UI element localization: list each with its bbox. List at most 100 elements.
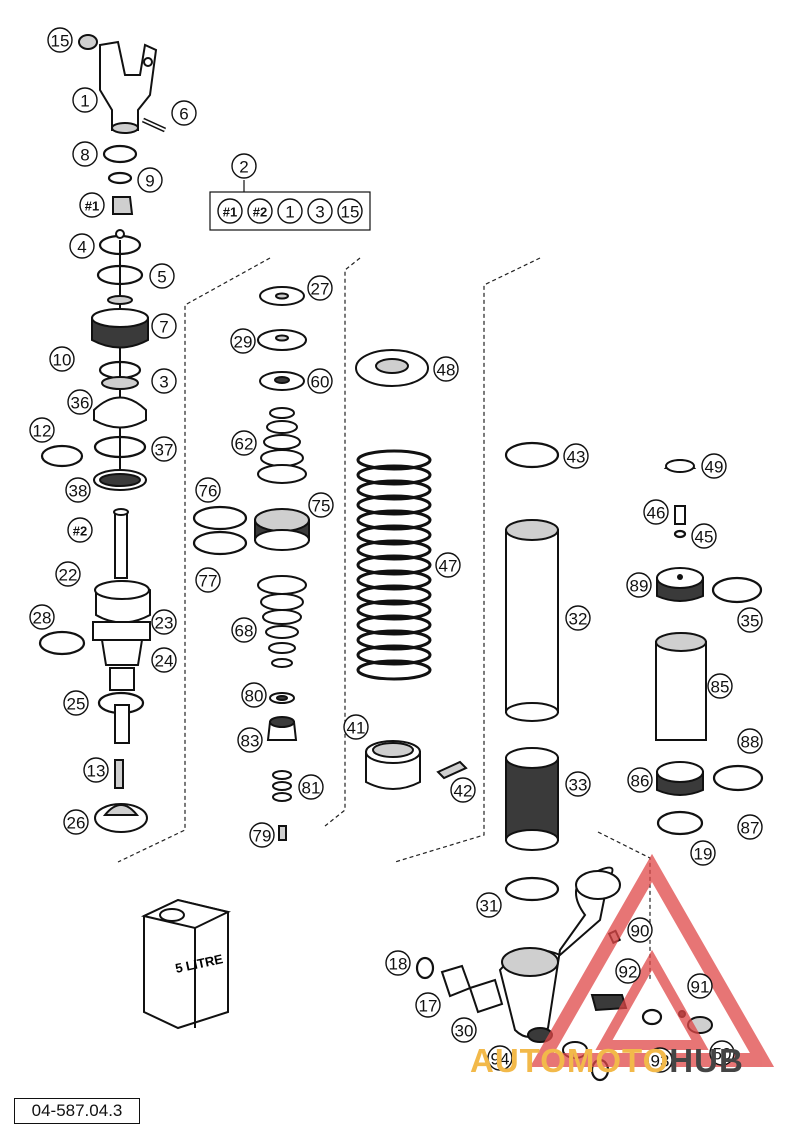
- callout-label: 62: [235, 435, 254, 454]
- callout-label: 35: [741, 612, 760, 631]
- callout-label: 91: [691, 978, 710, 997]
- part-oring-28: [38, 630, 86, 656]
- callout-circle: [565, 771, 591, 797]
- callout-label: 41: [347, 719, 366, 738]
- callout-circle: [687, 973, 713, 999]
- callout-circle: [230, 328, 256, 354]
- callout-circle: [29, 604, 55, 630]
- kit-item-circle: [277, 198, 303, 224]
- part-bumper-36: [93, 396, 147, 429]
- part-oring-45: [673, 529, 687, 539]
- callout-circle: [487, 1045, 513, 1071]
- spring-coil: [356, 599, 432, 621]
- callout-circle: [151, 647, 177, 673]
- callout-label: 42: [454, 782, 473, 801]
- spring-coil: [356, 524, 432, 546]
- callout-label: 88: [741, 733, 760, 752]
- part-washer-29: [257, 329, 307, 351]
- callout-label: 31: [480, 897, 499, 916]
- spring-coil: [356, 464, 432, 486]
- callout-label: 30: [455, 1022, 474, 1041]
- callout-label: 37: [155, 441, 174, 460]
- kit-item-label: 1: [285, 203, 294, 222]
- part-seal-head-22: [94, 580, 151, 624]
- part-shims-68: [257, 575, 307, 668]
- kit-item-circle: [307, 198, 333, 224]
- callout-circle: [647, 1047, 673, 1073]
- callout-circle: [241, 682, 267, 708]
- part-bolt-13: [114, 759, 124, 789]
- callout-circle: [195, 477, 221, 503]
- kit-box: [209, 180, 371, 231]
- part-cap-49: [663, 459, 697, 473]
- part-oring-37: [93, 435, 147, 459]
- callout-label: 93: [651, 1052, 670, 1071]
- callout-label: 60: [311, 373, 330, 392]
- part-nut-15: [78, 34, 98, 50]
- callout-circle: [195, 567, 221, 593]
- spring-coil: [356, 554, 432, 576]
- callout-circle: [433, 356, 459, 382]
- callout-circle: [690, 840, 716, 866]
- callout-label: 1: [80, 92, 89, 111]
- callout-circle: [47, 27, 73, 53]
- callout-circle: [737, 814, 763, 840]
- callout-label: 17: [419, 997, 438, 1016]
- part-reservoir-85: [655, 632, 707, 741]
- part-washer-27: [259, 286, 305, 306]
- part-bolt-42: [436, 760, 468, 780]
- part-ring-76: [192, 505, 248, 531]
- callout-circle: [231, 617, 257, 643]
- callout-label: 87: [741, 819, 760, 838]
- callout-circle: [49, 346, 75, 372]
- callout-label: 46: [647, 504, 666, 523]
- callout-label: 68: [235, 622, 254, 641]
- part-cap-3: [101, 376, 139, 390]
- callout-label: #1: [85, 199, 99, 214]
- part-pin-6: [141, 117, 167, 133]
- callout-label: 75: [312, 497, 331, 516]
- callout-circle: [615, 958, 641, 984]
- part-oring-31: [504, 876, 560, 902]
- callout-circle: [737, 728, 763, 754]
- callout-circle: [563, 443, 589, 469]
- callout-circle: [343, 714, 369, 740]
- part-clip-5: [96, 240, 144, 480]
- part-reservoir-body-30: [498, 866, 621, 1043]
- spring-coil: [356, 509, 432, 531]
- part-spring-retainer-48: [355, 349, 429, 387]
- watermark-part2: HUB: [669, 1042, 744, 1079]
- callout-circle: [709, 1040, 735, 1066]
- callout-label: 38: [69, 482, 88, 501]
- kit-item-label: #1: [223, 205, 237, 220]
- part-washer-60: [259, 371, 305, 391]
- callout-circle: [67, 517, 93, 543]
- document-code: 04-587.04.3: [14, 1098, 140, 1124]
- kit-number: 2: [239, 158, 248, 177]
- callout-label: 89: [630, 577, 649, 596]
- part-circlip-88: [712, 764, 764, 792]
- callout-circle: [79, 192, 105, 218]
- callout-circle: [737, 607, 763, 633]
- callout-circle: [701, 453, 727, 479]
- part-bearing-17: [468, 978, 504, 1014]
- callout-circle: [65, 477, 91, 503]
- kit-number-circle: [231, 153, 257, 179]
- part-oring-9: [107, 171, 133, 185]
- callout-label: 50: [713, 1045, 732, 1064]
- part-shock-body-32: [505, 519, 559, 722]
- callout-label: 5: [157, 268, 166, 287]
- callout-circle: [691, 523, 717, 549]
- callout-circle: [415, 992, 441, 1018]
- callout-label: 10: [53, 351, 72, 370]
- callout-circle: [67, 389, 93, 415]
- callout-circle: [151, 609, 177, 635]
- callout-label: 8: [80, 146, 89, 165]
- callout-circle: [72, 141, 98, 167]
- part-oil-can-50: 5 LITRE: [140, 898, 231, 1030]
- callout-label: 12: [33, 422, 52, 441]
- callout-label: #2: [73, 524, 87, 539]
- spring-coil: [356, 494, 432, 516]
- spring-coil: [356, 584, 432, 606]
